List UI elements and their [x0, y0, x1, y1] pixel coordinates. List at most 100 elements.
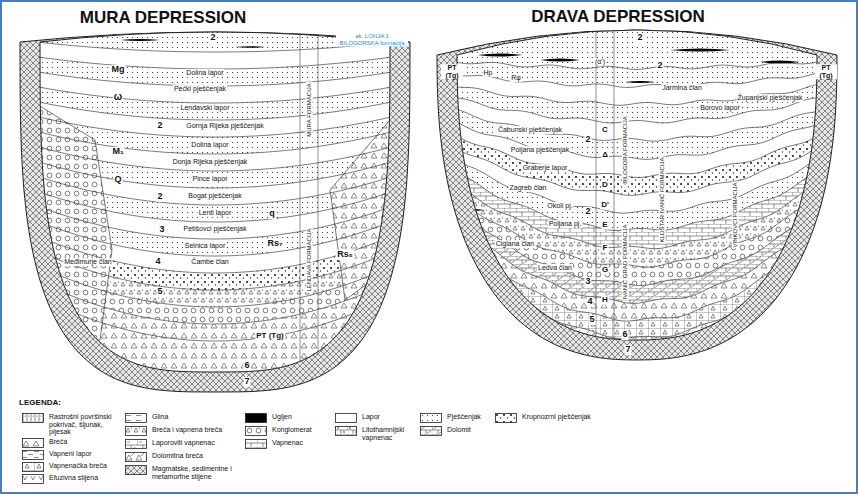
legend-item: Lapor — [335, 413, 417, 423]
legend-text: Laporoviti vapnenac — [152, 439, 240, 447]
member-label: Petišovci pješčenjak — [182, 225, 247, 233]
member-label: Donja Rijeka pješčenjak — [172, 158, 249, 166]
legend-item: Litothamnijski vapnenac — [335, 426, 417, 441]
unit-symbol: 5 — [156, 287, 163, 297]
legend-swatch-pattern — [126, 414, 147, 423]
legend-item: Konglomerat — [245, 426, 332, 436]
legend-text: Vapnenac — [272, 439, 332, 447]
unit-symbol: 3 — [584, 277, 591, 287]
coal-lens — [530, 329, 550, 331]
layer-boundary — [20, 171, 410, 206]
unit-symbol: D' — [600, 201, 610, 210]
rock-body — [330, 120, 400, 300]
unit-symbol: Rs₇ — [266, 239, 283, 249]
unit-symbol: 2 — [656, 61, 663, 71]
member-label: PT (Tg) — [441, 64, 463, 79]
layer-boundary — [437, 214, 837, 322]
legend-item: Krupnozrni pješčenjak — [495, 413, 602, 423]
layer-boundary — [20, 127, 410, 154]
unit-symbol: H — [601, 296, 609, 305]
legend-swatch — [420, 413, 442, 423]
member-label: Ciglana član — [495, 240, 536, 248]
legend-text: Magmatske, sedimentne i metamorfne stije… — [152, 465, 240, 480]
legend-swatch — [125, 439, 147, 449]
legend-text: Efuzivna stijena — [49, 474, 117, 482]
unit-symbol: q — [268, 209, 276, 219]
member-label: Okoli pj. — [546, 202, 573, 210]
layer-boundary — [437, 125, 837, 178]
layer-boundary — [437, 114, 837, 159]
unit-symbol: 2 — [156, 121, 163, 131]
layer-boundary — [437, 94, 837, 123]
legend-item: Breča i vapnena breča — [125, 426, 240, 436]
legend-text: Litothamnijski vapnenac — [362, 426, 417, 441]
member-label: Dolina lapor — [185, 69, 224, 77]
unit-symbol: 2 — [209, 33, 216, 43]
rock-layer — [437, 202, 837, 322]
legend-swatch-pattern — [23, 463, 44, 472]
layer-boundary — [20, 98, 410, 120]
unit-symbol: 5 — [588, 315, 595, 325]
legend-swatch — [22, 413, 44, 423]
legend-text: Krupnozrni pješčenjak — [522, 413, 602, 421]
legend-item: Magmatske, sedimentne i metamorfne stije… — [125, 465, 240, 480]
unit-symbol: Δ — [601, 151, 609, 160]
member-label: Gornja Rijeka pješčenjak — [185, 122, 264, 130]
member-label: Županjski pješčenjak — [737, 94, 804, 102]
member-label: Dolina lapor — [190, 141, 229, 149]
legend-swatch-pattern — [126, 440, 147, 449]
member-label: Čambe član — [190, 258, 229, 266]
coal-lens — [670, 49, 730, 52]
member-label: Pećki pješčenjak — [173, 85, 227, 93]
member-label: PT (Tg) — [255, 332, 285, 341]
legend-text: Pješčenjak — [447, 413, 492, 421]
member-label: Čabunski pješčenjak — [497, 126, 563, 134]
rock-body — [30, 100, 112, 340]
legend-text: Konglomerat — [272, 426, 332, 434]
unit-symbol: 7 — [243, 377, 250, 387]
layer-boundary — [20, 69, 410, 86]
unit-symbol: (α') — [594, 58, 606, 66]
unit-symbol: M₁ — [111, 147, 124, 157]
layer-boundary — [20, 113, 410, 138]
layer-boundary — [437, 171, 837, 249]
unit-symbol: F — [602, 244, 609, 253]
member-label: Jarmina član — [661, 84, 703, 92]
coal-lens — [760, 61, 800, 64]
member-label: Graberje lapor — [522, 164, 569, 172]
rock-layer — [437, 226, 837, 370]
unit-symbol: Rs₅ — [336, 250, 354, 260]
layer-boundary — [437, 148, 837, 213]
member-label: Ledva član — [537, 264, 573, 272]
unit-symbol: D — [601, 181, 609, 190]
layer-boundary — [20, 258, 410, 308]
legend-swatch — [22, 438, 44, 448]
coal-lens — [120, 39, 160, 41]
legend-swatch-pattern — [336, 427, 357, 436]
member-label: Poljana pj. — [548, 220, 583, 228]
legend-item: Pješčenjak — [420, 413, 492, 423]
formation-label: LENDAVA FORMACIJA — [306, 227, 313, 292]
coal-lens — [540, 59, 580, 62]
layer-boundary — [20, 287, 410, 342]
legend-swatch — [335, 413, 357, 423]
legend-text: Rastrošni površinski pokrivač, šljunak, … — [49, 413, 117, 436]
basin-section — [437, 0, 837, 370]
member-label: Lenti lapor — [198, 209, 233, 217]
member-label: Poljana pješčenjak — [510, 146, 570, 154]
legend-text: Breča — [49, 438, 117, 446]
unit-symbol: G — [601, 266, 609, 275]
unit-symbol: 2 — [584, 207, 591, 217]
coal-lens — [478, 54, 523, 57]
formation-label: BILOGORA FORMACIJA — [622, 115, 629, 184]
formation-label: VINKOVCI FORMACIJA — [732, 181, 739, 248]
legend-swatch — [245, 439, 267, 449]
legend-swatch — [22, 450, 44, 460]
legend-swatch — [125, 413, 147, 423]
legend-swatch-pattern — [23, 475, 44, 484]
legend-swatch-pattern — [126, 453, 147, 462]
legend-swatch-pattern — [496, 414, 517, 423]
unit-symbol: ω — [113, 91, 123, 102]
basement-rock — [20, 32, 410, 392]
